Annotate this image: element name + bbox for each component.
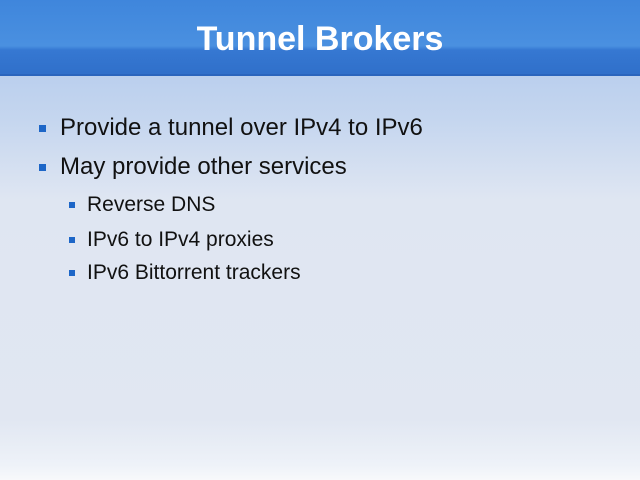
bullet-marker-icon (39, 164, 46, 171)
sub-bullet-text: Reverse DNS (87, 193, 216, 216)
sub-bullet-marker-icon (69, 270, 75, 276)
sub-bullet-item: Reverse DNS (69, 193, 216, 217)
bullet-item: Provide a tunnel over IPv4 to IPv6 (39, 114, 423, 142)
sub-bullet-marker-icon (69, 202, 75, 208)
sub-bullet-text: IPv6 Bittorrent trackers (87, 261, 301, 284)
bullet-marker-icon (39, 125, 46, 132)
sub-bullet-item: IPv6 Bittorrent trackers (69, 261, 301, 285)
slide-title: Tunnel Brokers (196, 20, 444, 58)
bullet-item: May provide other services (39, 153, 347, 181)
title-bar: Tunnel Brokers (0, 0, 640, 76)
bullet-text: Provide a tunnel over IPv4 to IPv6 (60, 114, 423, 141)
sub-bullet-text: IPv6 to IPv4 proxies (87, 228, 274, 251)
sub-bullet-marker-icon (69, 237, 75, 243)
sub-bullet-item: IPv6 to IPv4 proxies (69, 228, 274, 252)
bullet-text: May provide other services (60, 153, 347, 180)
